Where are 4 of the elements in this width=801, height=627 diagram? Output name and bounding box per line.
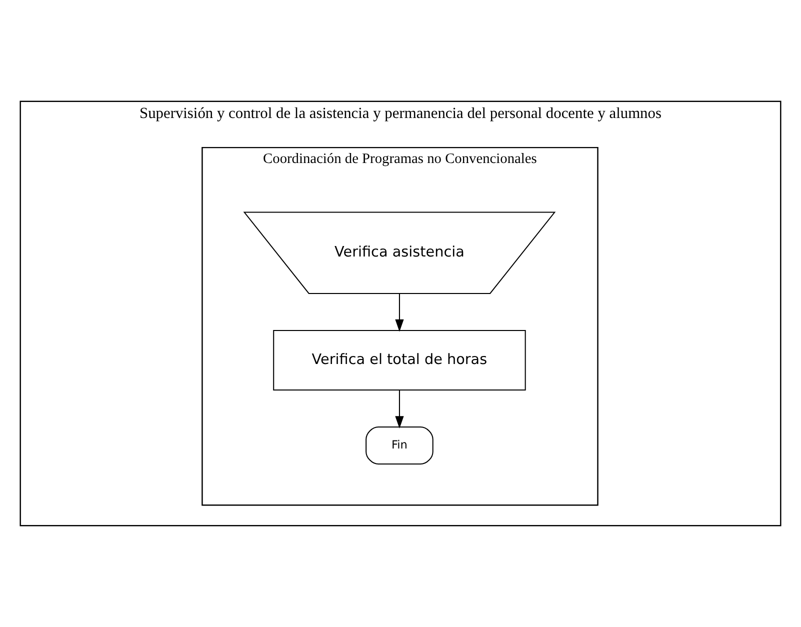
arrow bbox=[395, 294, 404, 332]
arrow bbox=[395, 390, 404, 428]
node-box: Verifica el total de horas bbox=[273, 330, 526, 391]
node-box: Fin bbox=[366, 426, 434, 465]
